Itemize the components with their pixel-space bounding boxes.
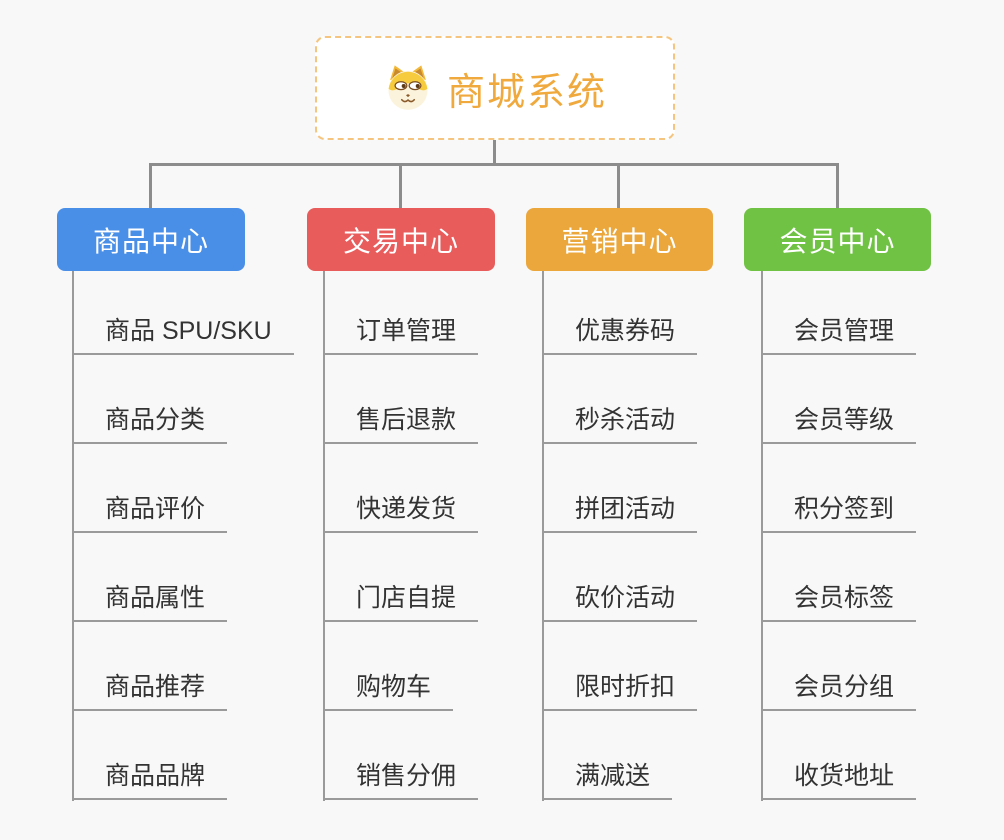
leaf-node[interactable]: 购物车 [323, 670, 454, 711]
connector-drop-line [836, 165, 839, 209]
leaf-node[interactable]: 售后退款 [323, 403, 479, 444]
leaf-node[interactable]: 商品 SPU/SKU [72, 314, 294, 355]
branch-node-marketing-center[interactable]: 营销中心 [526, 208, 713, 271]
connector-drop-line [399, 165, 402, 209]
leaf-node[interactable]: 订单管理 [323, 314, 479, 355]
leaf-node[interactable]: 商品品牌 [72, 759, 228, 800]
leaf-node[interactable]: 会员等级 [761, 403, 917, 444]
leaf-node[interactable]: 商品分类 [72, 403, 228, 444]
dog-face-icon [383, 63, 433, 113]
root-title: 商城系统 [446, 71, 607, 114]
leaf-node[interactable]: 限时折扣 [542, 670, 698, 711]
leaf-node[interactable]: 优惠券码 [542, 314, 698, 355]
leaf-node[interactable]: 会员分组 [761, 670, 917, 711]
leaf-node[interactable]: 商品推荐 [72, 670, 228, 711]
leaf-node[interactable]: 满减送 [542, 759, 673, 800]
branch-node-product-center[interactable]: 商品中心 [57, 208, 245, 271]
connector-horizontal-bar [149, 163, 839, 166]
branch-node-member-center[interactable]: 会员中心 [744, 208, 931, 271]
leaf-node[interactable]: 拼团活动 [542, 492, 698, 533]
branch-trunk-line [761, 271, 763, 801]
leaf-node[interactable]: 会员管理 [761, 314, 917, 355]
leaf-node[interactable]: 积分签到 [761, 492, 917, 533]
leaf-node[interactable]: 商品评价 [72, 492, 228, 533]
leaf-node[interactable]: 快递发货 [323, 492, 479, 533]
connector-root-stem [493, 140, 496, 164]
connector-drop-line [149, 165, 152, 209]
leaf-node[interactable]: 收货地址 [761, 759, 917, 800]
branch-trunk-line [72, 271, 74, 801]
root-node[interactable]: 商城系统 [315, 36, 675, 140]
connector-drop-line [617, 165, 620, 209]
leaf-node[interactable]: 会员标签 [761, 581, 917, 622]
leaf-node[interactable]: 销售分佣 [323, 759, 479, 800]
leaf-node[interactable]: 砍价活动 [542, 581, 698, 622]
leaf-node[interactable]: 门店自提 [323, 581, 479, 622]
leaf-node[interactable]: 商品属性 [72, 581, 228, 622]
branch-trunk-line [323, 271, 325, 801]
branch-trunk-line [542, 271, 544, 801]
branch-node-trade-center[interactable]: 交易中心 [307, 208, 495, 271]
leaf-node[interactable]: 秒杀活动 [542, 403, 698, 444]
